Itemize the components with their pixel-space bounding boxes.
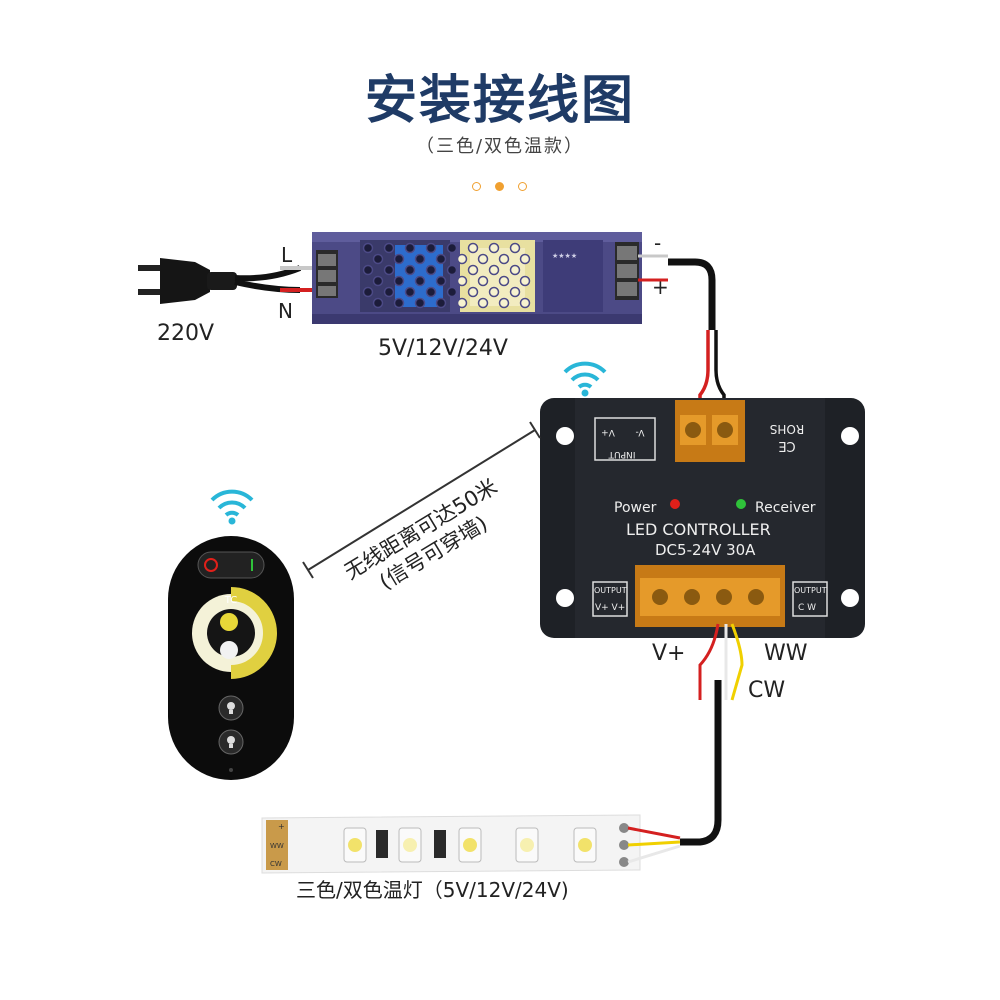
led-chip xyxy=(573,827,597,863)
page-subtitle: （三色/双色温款） xyxy=(415,136,585,157)
led-chip xyxy=(515,827,539,863)
led-chip xyxy=(458,827,482,863)
controller-input-vplus: V+ xyxy=(601,427,615,437)
resistor xyxy=(376,830,388,858)
controller-rating: DC5-24V 30A xyxy=(655,541,756,559)
controller-name: LED CONTROLLER xyxy=(626,520,771,539)
ce-mark: CE xyxy=(778,438,795,453)
svg-text:★★★★: ★★★★ xyxy=(552,252,577,260)
strip-pin-plus: + xyxy=(278,822,285,831)
ac-plug xyxy=(138,258,237,304)
power-led-label: Power xyxy=(614,500,657,516)
psu-voltage-label: 5V/12V/24V xyxy=(378,336,508,361)
wire-vplus-label: V+ xyxy=(652,641,685,666)
carousel-dot-2-active[interactable] xyxy=(495,182,504,191)
carousel-dot-3[interactable] xyxy=(518,182,527,191)
page-title: 安装接线图 xyxy=(364,71,635,131)
power-supply: ★★★★ xyxy=(312,232,642,324)
led-chips xyxy=(343,827,597,863)
input-N-label: N xyxy=(278,299,293,323)
strip-pin-cw: CW xyxy=(270,860,282,868)
output-right-label: OUTPUT xyxy=(794,586,827,595)
wifi-icon-remote xyxy=(210,489,254,525)
range-callout xyxy=(302,421,541,579)
wire-ww-label: WW xyxy=(764,641,808,666)
led-chip xyxy=(343,827,367,863)
controller-input-vminus: V- xyxy=(636,427,645,437)
resistor xyxy=(434,830,446,858)
input-L-label: L xyxy=(281,243,293,267)
strip-cable xyxy=(680,680,722,846)
led-controller xyxy=(540,398,865,638)
carousel-dot-1[interactable] xyxy=(472,182,481,191)
controller-input-label: INPUT xyxy=(608,449,635,459)
rohs-mark: ROHS xyxy=(770,422,804,436)
wifi-icon xyxy=(563,361,607,397)
receiver-led-label: Receiver xyxy=(755,500,816,516)
output-left-pins: V+ V+ xyxy=(595,603,625,613)
remote-control[interactable] xyxy=(168,536,294,780)
led-chip xyxy=(398,827,422,863)
output-right-pins: C W xyxy=(798,603,816,613)
psu-minus-label: - xyxy=(654,231,661,255)
dc-cable xyxy=(668,258,716,330)
wire-cw-label: CW xyxy=(748,678,785,703)
strip-pin-ww: WW xyxy=(270,842,284,850)
strip-label: 三色/双色温灯（5V/12V/24V) xyxy=(296,878,569,902)
mains-voltage-label: 220V xyxy=(157,321,214,346)
bulb-down-icon[interactable] xyxy=(227,736,235,748)
remote-brand: TC xyxy=(224,595,238,606)
mains-cable xyxy=(234,265,302,282)
output-left-label: OUTPUT xyxy=(594,586,627,595)
bulb-up-icon[interactable] xyxy=(227,702,235,714)
